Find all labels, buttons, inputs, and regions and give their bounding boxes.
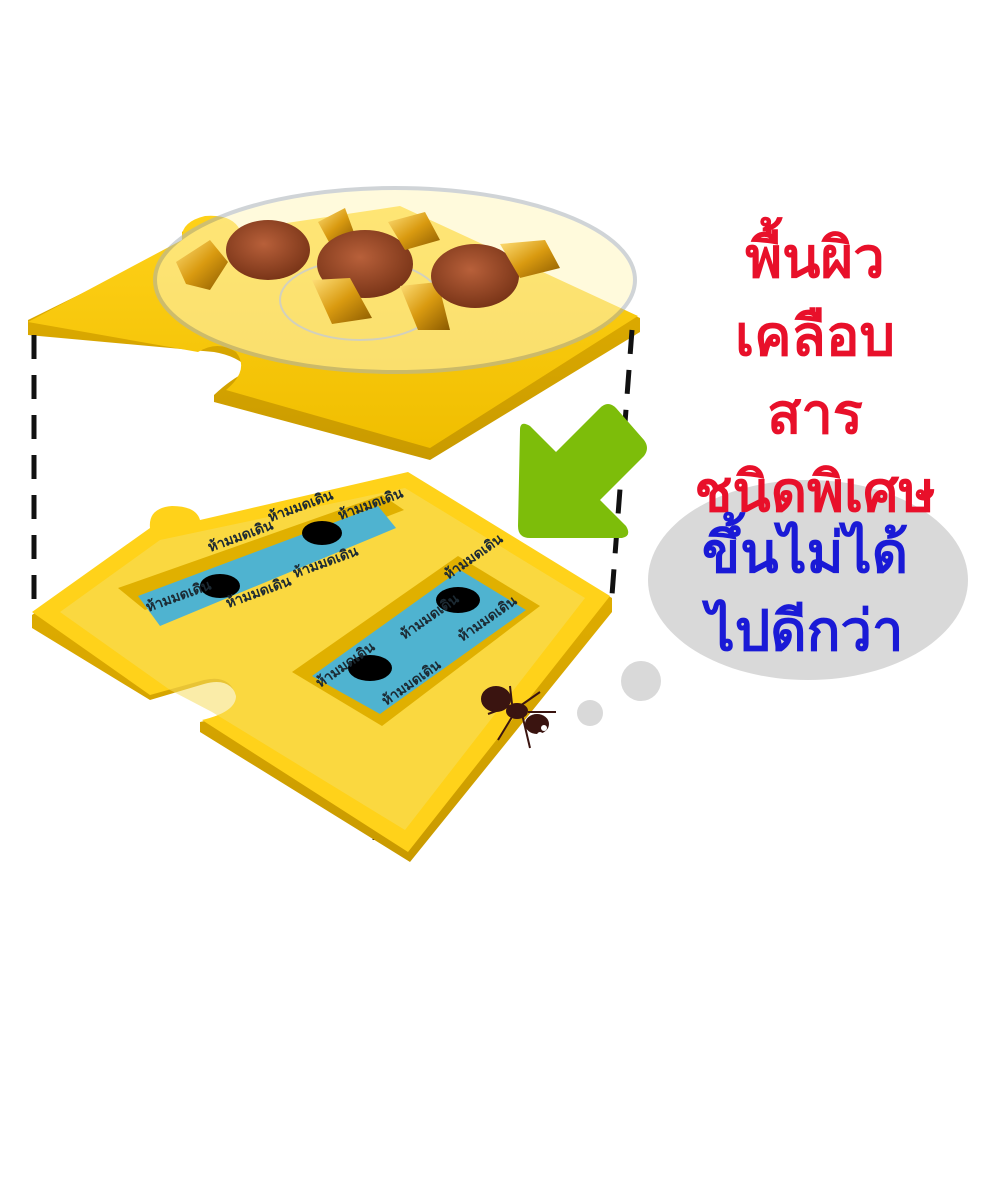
headline-line-1: พื้นผิว bbox=[745, 226, 885, 291]
ant-icon bbox=[481, 685, 556, 749]
headline: พื้นผิว เคลือบสาร ชนิดพิเศษ bbox=[690, 220, 940, 532]
bubble-line-1: ขึ้นไม่ได้ bbox=[701, 521, 909, 586]
upper-puzzle-plate bbox=[28, 186, 640, 460]
headline-line-2: เคลือบสาร bbox=[734, 304, 896, 447]
arrow-down-left-icon bbox=[518, 404, 647, 538]
thought-bubble bbox=[648, 480, 968, 680]
thought-dots-icon bbox=[577, 661, 661, 726]
lower-puzzle-tray: ห้ามมดเดิน ห้ามมดเดิน ห้ามมดเดิน ห้ามมดเ… bbox=[32, 472, 612, 862]
headline-line-3: ชนิดพิเศษ bbox=[694, 460, 936, 525]
label-tray-right: ห้ามมดเดิน ห้ามมดเดิน ห้ามมดเดิน ห้ามมดเ… bbox=[292, 531, 540, 726]
bubble-line-2: ไปดีกว่า bbox=[706, 599, 904, 664]
thought-bubble-text: ขึ้นไม่ได้ ไปดีกว่า bbox=[675, 515, 935, 671]
candy-group bbox=[176, 208, 560, 330]
